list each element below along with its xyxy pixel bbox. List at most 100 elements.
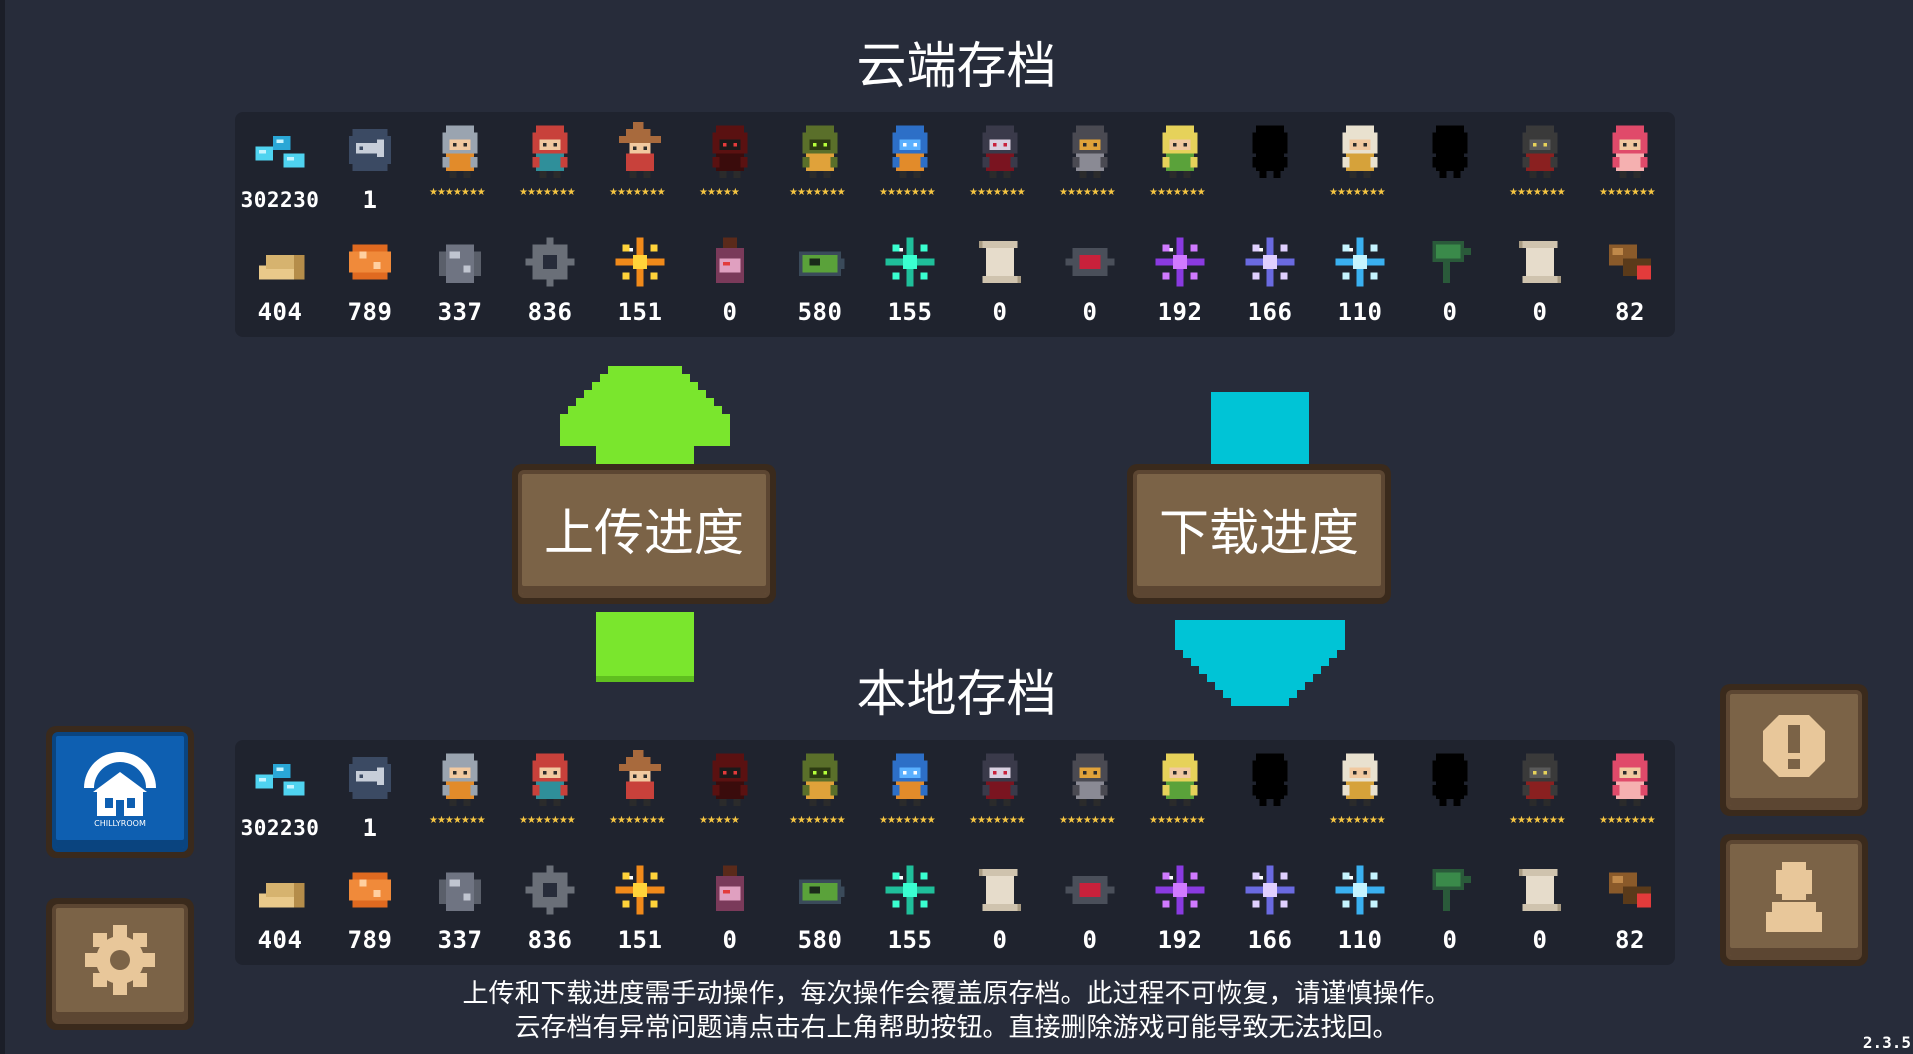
person-icon [1766,861,1822,932]
gear-icon [85,924,155,995]
fire-crystal-icon [612,862,668,918]
notice-line-1: 上传和下载进度需手动操作，每次操作会覆盖原存档。此过程不可恢复，请谨慎操作。 [462,979,1451,1009]
star-rating: ★★★★★★★ [519,187,576,198]
battery-icon [792,234,848,290]
fire-crystal-icon [612,234,668,290]
assassin-character-icon [702,122,758,178]
ice-crystal-icon [1332,234,1388,290]
download-arrow-icon [1175,392,1345,706]
item-count: 404 [257,298,303,326]
berserker-character-icon [1602,122,1658,178]
material-slot: 337 [415,852,505,962]
item-count: 0 [1082,298,1098,326]
scroll-icon [972,862,1028,918]
paladin-character-icon [1062,750,1118,806]
material-slot: 0 [1405,852,1495,962]
item-count: 155 [887,298,933,326]
upload-progress-button[interactable]: 上传进度 [512,464,776,604]
character-slot: ★★★★★★★ [775,112,865,222]
material-slot: 0 [1045,224,1135,334]
character-slot: ★★★★★★★ [595,740,685,850]
star-rating: ★★★★★★★ [1329,815,1386,826]
character-slot: ★★★★★ [685,112,775,222]
brand-text: CHILLYROOM [94,819,146,828]
material-slot: 580 [775,224,865,334]
gem-icon [252,122,308,178]
item-count: 192 [1157,298,1203,326]
engineer-character-icon [882,750,938,806]
material-slot: 0 [685,852,775,962]
material-slot: 166 [1225,224,1315,334]
item-count: 110 [1337,926,1383,954]
star-rating: ★★★★★★★ [429,187,486,198]
settings-button[interactable] [46,898,194,1030]
elf-character-icon [1152,750,1208,806]
star-rating: ★★★★★★★ [879,187,936,198]
download-progress-button[interactable]: 下载进度 [1127,464,1391,604]
material-slot: 0 [685,224,775,334]
item-count: 337 [437,926,483,954]
character-slot: ★★★★★★★ [1585,112,1675,222]
chillyroom-brand-button[interactable]: CHILLYROOM [46,726,194,858]
potion-bottle-icon [702,234,758,290]
download-progress-label: 下载进度 [1133,470,1385,598]
gem-icon [252,750,308,806]
paladin-character-icon [1062,122,1118,178]
item-count: 166 [1247,298,1293,326]
account-button[interactable] [1720,834,1868,966]
help-button[interactable] [1720,684,1868,816]
material-slot: 155 [865,224,955,334]
gear-part-icon [522,862,578,918]
alchemist-character-icon [792,750,848,806]
character-slot: ★★★★★★★ [1045,112,1135,222]
character-slot: ★★★★★★★ [415,740,505,850]
character-slot: ★★★★★★★ [1045,740,1135,850]
material-slot: 337 [415,224,505,334]
green-key-icon [1422,234,1478,290]
star-rating: ★★★★★★★ [1059,187,1116,198]
iron-ore-icon [432,862,488,918]
item-count: 789 [347,298,393,326]
character-slot: 302230 [235,112,325,222]
item-count: 0 [992,926,1008,954]
material-slot: 0 [1495,852,1585,962]
exclamation-icon [1763,714,1825,777]
item-count: 789 [347,926,393,954]
item-count: 166 [1247,926,1293,954]
material-slot: 404 [235,224,325,334]
character-slot: ★★★★★★★ [955,112,1045,222]
notice-line-2: 云存档有异常问题请点击右上角帮助按钮。直接删除游戏可能导致无法找回。 [514,1013,1399,1043]
locked-character-silhouette-icon [1422,750,1478,806]
character-slot: ★★★★★★★ [1495,112,1585,222]
item-count: 110 [1337,298,1383,326]
werewolf-character-icon [1512,122,1568,178]
character-slot: ★★★★★★★ [415,112,505,222]
vampire-character-icon [972,122,1028,178]
star-rating: ★★★★★★★ [1509,815,1566,826]
character-slot: ★★★★★★★ [955,740,1045,850]
material-slot: 192 [1135,852,1225,962]
wood-log-icon [252,234,308,290]
character-slot: ★★★★★★★ [1495,740,1585,850]
star-rating: ★★★★★ [699,815,740,826]
locked-character-silhouette-icon [1242,122,1298,178]
rogue-character-icon [522,122,578,178]
character-slot [1405,112,1495,222]
star-rating: ★★★★★★★ [879,815,936,826]
item-count: 1 [362,186,378,214]
scroll-icon [1512,862,1568,918]
character-slot: ★★★★★★★ [505,740,595,850]
version-label: 2.3.5 [1862,1033,1911,1052]
wizard-character-icon [612,122,668,178]
vampire-character-icon [972,750,1028,806]
cannon-icon [1602,234,1658,290]
upload-progress-label: 上传进度 [518,470,770,598]
character-slot: ★★★★★★★ [595,112,685,222]
red-device-icon [1062,234,1118,290]
material-slot: 155 [865,852,955,962]
violet-crystal-icon [1242,234,1298,290]
item-count: 0 [722,926,738,954]
